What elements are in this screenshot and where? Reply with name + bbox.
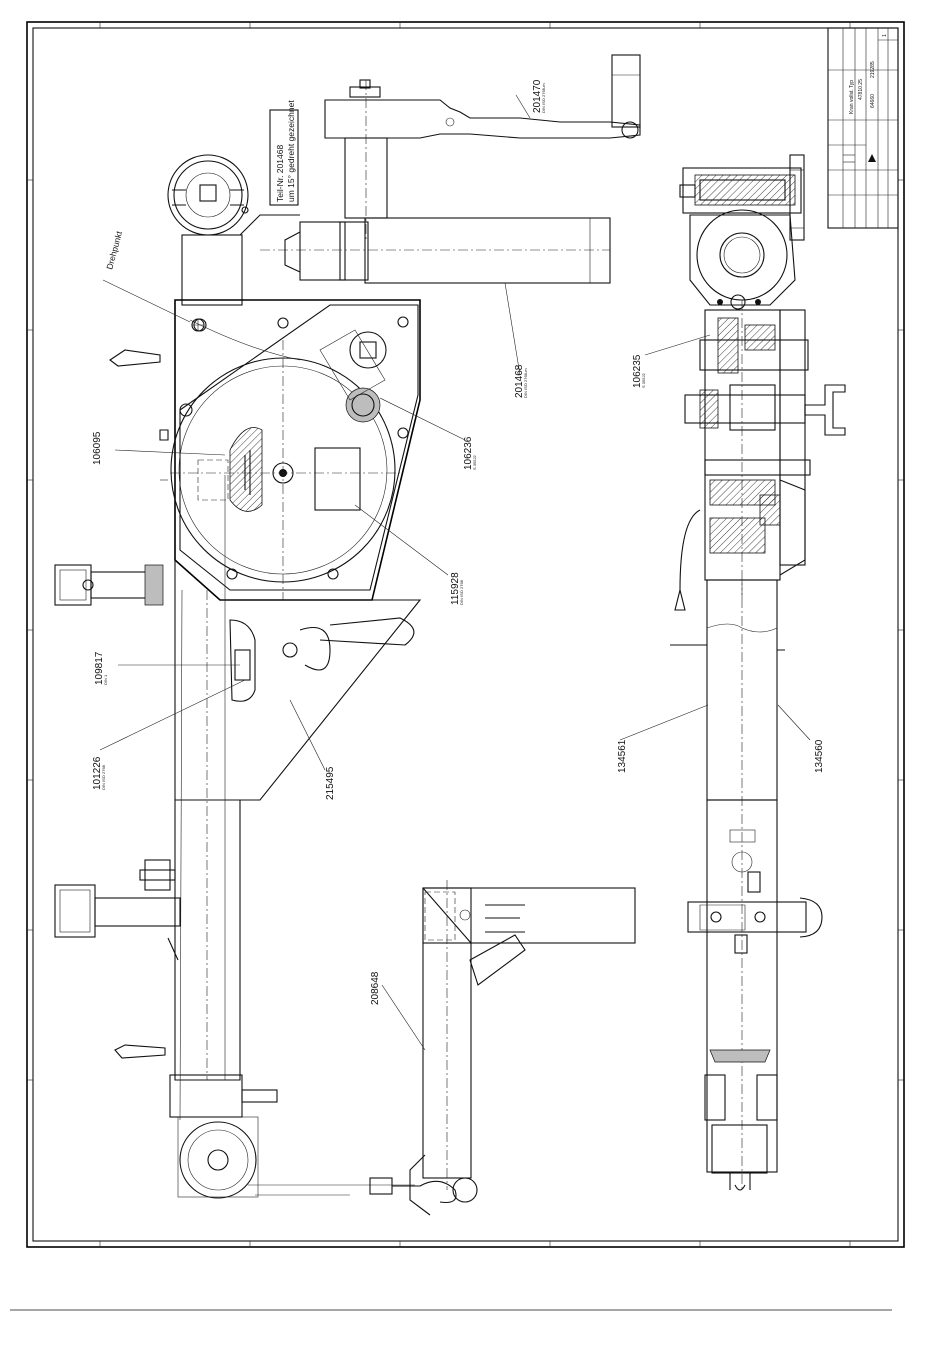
ref-109817: 109817 DIN 1: [94, 651, 108, 685]
front-column: [670, 580, 785, 1190]
ref-115928: 115928 DIN ISO 2768: [450, 572, 464, 605]
winch-housing: [170, 300, 420, 600]
jib-arm: [370, 880, 635, 1215]
ref-201470: 201470 DIN ISO 2768-m: [532, 79, 546, 113]
rotation-note: Teil-Nr. 201468 um 15° gedreht gezeichne…: [270, 100, 298, 205]
ref-208648: 208648: [370, 971, 381, 1005]
ref-215495-number: 215495: [325, 766, 336, 800]
lower-coupler: [55, 860, 180, 960]
ref-215495: 215495: [325, 766, 336, 800]
gear-housing-section: [675, 300, 845, 610]
ref-134561-number: 134561: [617, 739, 628, 773]
ref-201470-sub: DIN ISO 2768-m: [541, 83, 546, 113]
sheet-frame: [27, 22, 904, 1247]
ref-134561: 134561: [617, 739, 628, 773]
horizontal-tube: [260, 218, 610, 283]
title-block-title: Kran vollst. Typ: [849, 80, 855, 114]
ref-106235: 106235 S 355J2: [632, 354, 646, 388]
gearbox-head: [680, 155, 804, 309]
front-view-assembly: [670, 155, 845, 1190]
ref-101226-sub: DIN ISO 2768: [101, 764, 106, 790]
title-block-type-number: 47810.25: [858, 79, 864, 100]
ref-208648-number: 208648: [370, 971, 381, 1005]
ref-134560: 134560: [814, 739, 825, 773]
ref-109817-sub: DIN 1: [103, 674, 108, 685]
ref-106095-number: 106095: [92, 431, 103, 465]
lower-column-pulley: [115, 590, 415, 1198]
note-line-2: um 15° gedreht gezeichnet: [286, 100, 296, 202]
pivot-lever: Drehpunkt: [103, 229, 204, 366]
ref-115928-sub: DIN ISO 2768: [459, 579, 464, 605]
crank-handle-assembly: [325, 55, 640, 240]
ref-106236-sub: S 355J2: [472, 455, 477, 470]
ref-106095: 106095: [92, 431, 103, 465]
ref-106235-sub: S 355J2: [641, 373, 646, 388]
front-column-bottom: [705, 1050, 777, 1190]
ref-101226: 101226 DIN ISO 2768: [92, 756, 106, 790]
ref-134560-number: 134560: [814, 739, 825, 773]
title-block-index: 219285: [870, 61, 876, 78]
ref-201468-sub: DIN ISO 2768-m: [523, 368, 528, 398]
company-logo-icon: [868, 154, 876, 162]
title-block-sheet: 1: [882, 34, 888, 37]
main-column: [175, 475, 420, 1080]
front-coupler: [688, 898, 822, 953]
note-line-1: Teil-Nr. 201468: [275, 145, 285, 202]
side-view-assembly: Teil-Nr. 201468 um 15° gedreht gezeichne…: [55, 55, 640, 1215]
drehpunkt-label: Drehpunkt: [104, 229, 124, 270]
title-block: Kran vollst. Typ 47810.25 64660 219285 1: [828, 28, 898, 228]
ref-106236: 106236 S 355J2: [463, 436, 477, 470]
title-block-drawing-number: 64660: [870, 94, 876, 108]
ref-201468: 201468 DIN ISO 2768-m: [514, 364, 528, 398]
upper-coupler: [55, 430, 168, 605]
